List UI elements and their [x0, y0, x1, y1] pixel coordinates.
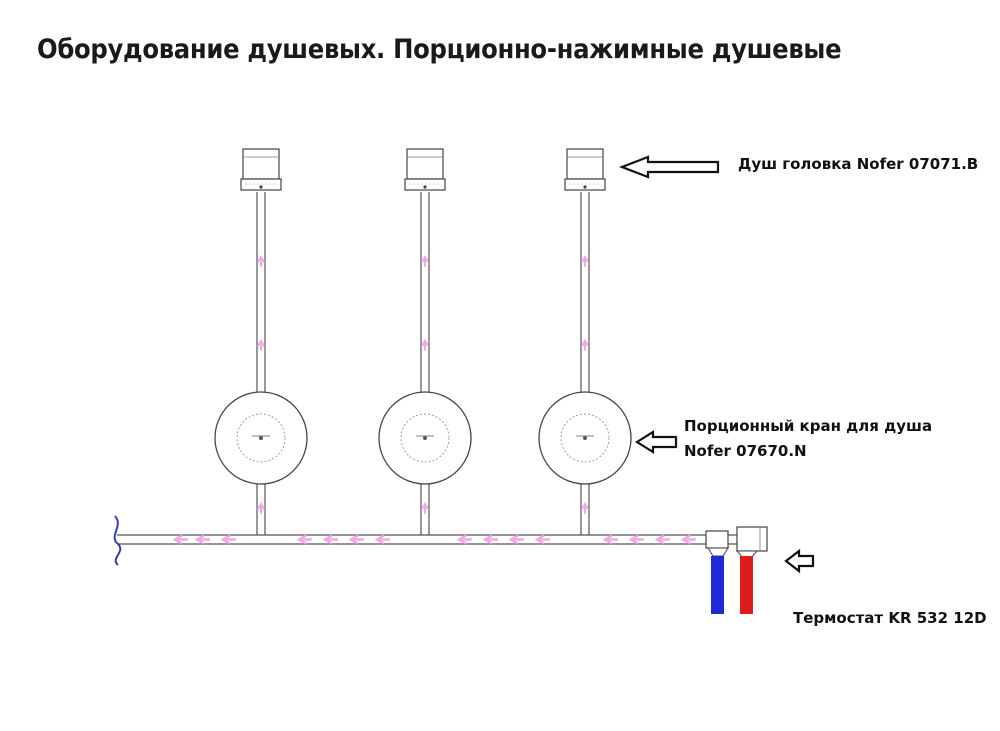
callout-arrow-icon [618, 155, 720, 179]
cold-water-pipe [711, 556, 724, 614]
portion-valve-icon [214, 391, 308, 485]
pipe-break-mark [113, 515, 122, 566]
portion-valve-label: Порционный кран для душа Nofer 07670.N [684, 414, 932, 464]
page-title: Оборудование душевых. Порционно-нажимные… [37, 34, 842, 65]
shower-unit-2 [378, 148, 472, 535]
portion-valve-icon [378, 391, 472, 485]
portion-valve-label-line1: Порционный кран для душа [684, 417, 933, 435]
shower-head-icon [404, 148, 446, 191]
callout-arrow-icon [634, 430, 678, 454]
shower-head-icon [564, 148, 606, 191]
thermostat-icon [705, 526, 768, 614]
callout-arrow-icon [784, 548, 815, 574]
hot-water-pipe [740, 556, 753, 614]
main-flow-arrows [172, 534, 697, 545]
thermostat-label: Термостат KR 532 12D [793, 609, 987, 627]
shower-head-icon [240, 148, 282, 191]
shower-unit-3 [538, 148, 632, 535]
shower-unit-1 [214, 148, 308, 535]
portion-valve-icon [538, 391, 632, 485]
portion-valve-label-line2: Nofer 07670.N [684, 442, 807, 460]
shower-head-label: Душ головка Nofer 07071.B [738, 155, 979, 173]
main-pipe [113, 515, 706, 566]
